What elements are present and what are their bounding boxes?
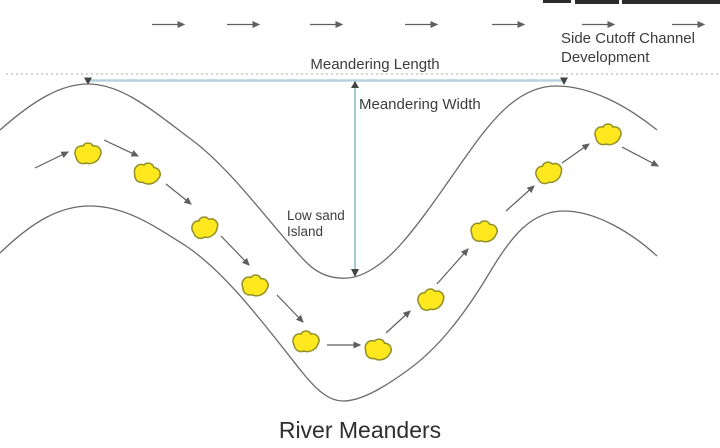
- channel-flow-arrow: [165, 183, 192, 205]
- diagram-title: River Meanders: [278, 417, 442, 443]
- sand-island: [292, 330, 320, 353]
- channel-flow-arrow: [561, 143, 590, 164]
- measure-tick-bottom: [351, 269, 359, 277]
- channel-flow-arrow: [220, 235, 250, 266]
- sand-islands: [74, 123, 622, 363]
- side-cutoff-channel-label: Side Cutoff Channel Development: [561, 29, 695, 67]
- sand-island: [415, 286, 446, 313]
- measure-tick-right: [560, 77, 568, 85]
- channel-flow-arrows: [34, 139, 660, 349]
- channel-flow-arrow: [34, 151, 70, 169]
- channel-flow-arrow: [436, 248, 469, 285]
- sand-island: [594, 123, 622, 146]
- sand-island: [240, 272, 271, 298]
- measure-ticks: [84, 77, 568, 277]
- channel-flow-arrow: [505, 185, 535, 212]
- sand-island: [74, 142, 102, 165]
- measure-tick-left: [84, 77, 92, 85]
- channel-flow-arrow: [103, 139, 140, 157]
- sand-island: [189, 214, 221, 241]
- meandering-length-label: Meandering Length: [310, 56, 440, 73]
- upper-bank-line: [0, 83, 658, 279]
- sand-island: [533, 158, 565, 186]
- side-cutoff-channel-label-line2: Development: [561, 49, 650, 66]
- sand-island: [362, 335, 394, 363]
- lower-bank-line: [0, 205, 658, 402]
- low-sand-island-label-line1: Low sand: [287, 208, 345, 223]
- sand-island: [469, 219, 499, 244]
- channel-flow-arrow: [621, 146, 660, 167]
- side-cutoff-channel-label-line1: Side Cutoff Channel: [561, 30, 695, 47]
- low-sand-island-label: Low sand Island: [287, 208, 345, 240]
- channel-flow-arrow: [385, 310, 411, 334]
- channel-flow-arrow: [276, 294, 304, 323]
- sand-island: [131, 159, 164, 188]
- meandering-width-label: Meandering Width: [359, 96, 481, 113]
- low-sand-island-label-line2: Island: [287, 224, 324, 239]
- cropped-text-remnant: [543, 0, 720, 4]
- measure-tick-top: [351, 81, 359, 88]
